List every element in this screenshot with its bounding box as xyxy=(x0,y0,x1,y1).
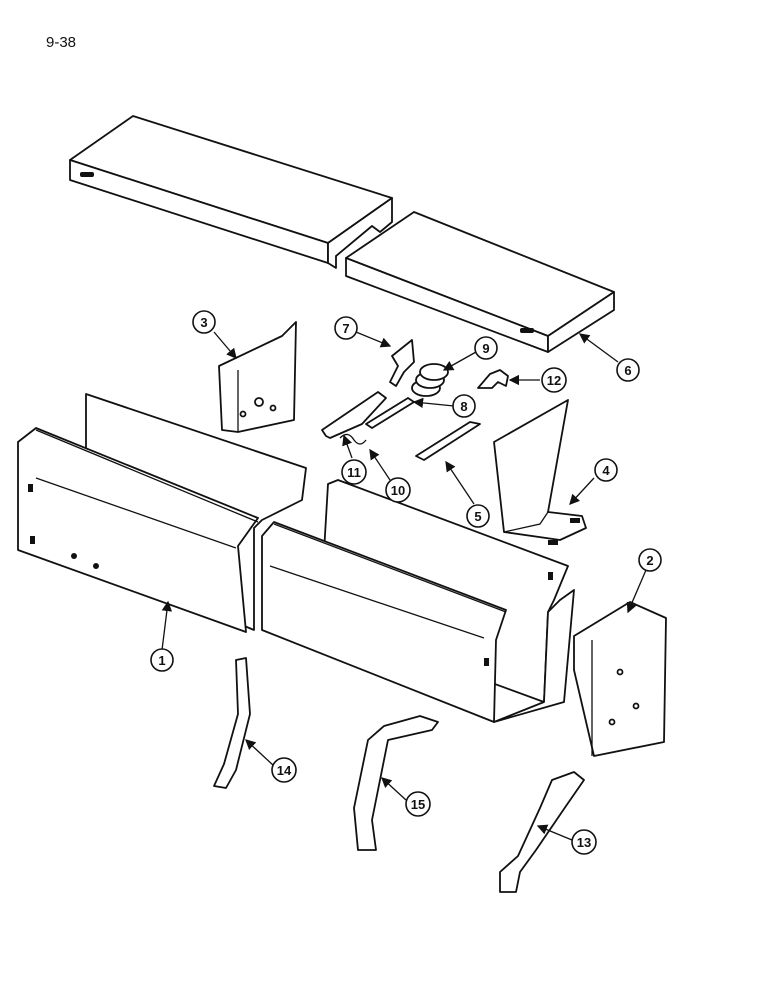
part-tray-right xyxy=(261,479,575,723)
part-9-spring xyxy=(411,363,449,397)
part-15-bracket xyxy=(353,715,439,851)
callout-7: 7 xyxy=(334,316,358,340)
svg-text:8: 8 xyxy=(460,399,467,414)
svg-text:1: 1 xyxy=(158,653,165,668)
seat-cushion-left xyxy=(69,115,393,269)
svg-text:3: 3 xyxy=(200,315,207,330)
part-5-strap xyxy=(415,421,481,461)
part-13-bracket xyxy=(499,771,585,893)
callout-13: 13 xyxy=(571,829,597,855)
callout-8: 8 xyxy=(452,394,476,418)
callout-1: 1 xyxy=(150,648,174,672)
leaders xyxy=(161,331,647,841)
callout-6: 6 xyxy=(616,358,640,382)
svg-text:15: 15 xyxy=(411,797,425,812)
seat-cushion-right xyxy=(345,211,615,353)
part-10-spring-wire xyxy=(339,433,367,445)
part-3-bracket xyxy=(218,321,297,433)
part-4-bracket xyxy=(493,399,587,545)
svg-text:13: 13 xyxy=(577,835,591,850)
callout-5: 5 xyxy=(466,504,490,528)
callout-10: 10 xyxy=(385,477,411,503)
part-12-clamp xyxy=(477,369,509,389)
callout-9: 9 xyxy=(474,336,498,360)
callout-15: 15 xyxy=(405,791,431,817)
svg-text:11: 11 xyxy=(347,465,361,480)
part-1-tray-left xyxy=(17,393,307,633)
svg-text:7: 7 xyxy=(342,321,349,336)
part-7-clip xyxy=(389,339,415,387)
svg-text:10: 10 xyxy=(391,483,405,498)
callout-3: 3 xyxy=(192,310,216,334)
callout-11: 11 xyxy=(341,459,367,485)
page-number: 9-38 xyxy=(46,34,77,51)
callout-14: 14 xyxy=(271,757,297,783)
part-14-bracket xyxy=(213,657,251,789)
svg-text:6: 6 xyxy=(624,363,631,378)
callout-2: 2 xyxy=(638,548,662,572)
part-2-end-cap xyxy=(573,601,667,757)
part-11-bracket xyxy=(321,391,387,439)
callout-4: 4 xyxy=(594,458,618,482)
svg-text:4: 4 xyxy=(602,463,610,478)
svg-text:12: 12 xyxy=(547,373,561,388)
callout-12: 12 xyxy=(541,367,567,393)
svg-text:9: 9 xyxy=(482,341,489,356)
svg-text:5: 5 xyxy=(474,509,481,524)
svg-text:14: 14 xyxy=(277,763,292,778)
svg-text:2: 2 xyxy=(646,553,653,568)
